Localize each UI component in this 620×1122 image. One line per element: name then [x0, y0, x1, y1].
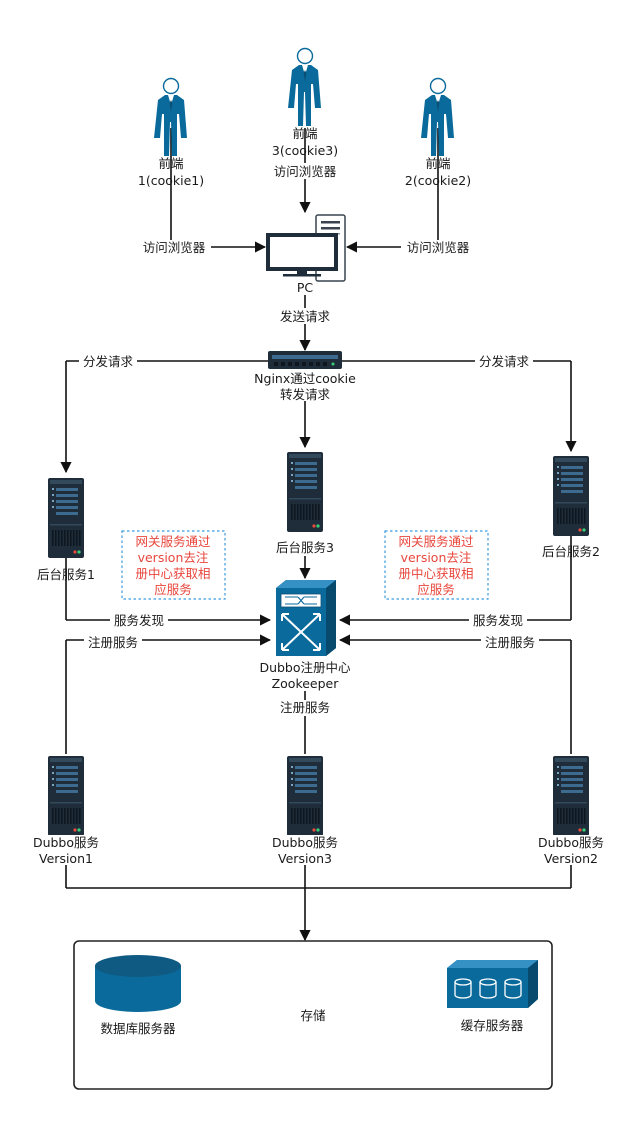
annotation-left-line4: 应服务 [154, 582, 192, 597]
annotation-left-line3: 册中心获取相 [135, 566, 210, 581]
user1-label-line2: 1(cookie1) [138, 173, 204, 188]
backend3-label: 后台服务3 [276, 540, 334, 555]
edge-label-visit-center: 访问浏览器 [274, 164, 337, 179]
cache-server-label: 缓存服务器 [461, 1018, 524, 1033]
nginx-label-line1: Nginx通过cookie [254, 371, 356, 386]
backend3-server-icon [287, 452, 323, 532]
backend2-server-icon [553, 456, 589, 536]
annotation-box-right [384, 530, 489, 600]
annotation-left-line1: 网关服务通过 [135, 534, 211, 549]
dubbo1-label-line1: Dubbo服务 [33, 835, 99, 850]
user2-label-line1: 前端 [425, 156, 450, 171]
registry-label-line1: Dubbo注册中心 [259, 660, 351, 675]
edge-label-visit-right: 访问浏览器 [407, 240, 470, 255]
dubbo3-label-line2: Version3 [278, 851, 332, 866]
user2-label-line2: 2(cookie2) [405, 173, 471, 188]
annotation-box-left [121, 530, 226, 600]
cache-disk-icon [447, 960, 538, 1008]
registry-switch-icon [276, 580, 336, 656]
dubbo2-server-icon [553, 756, 589, 836]
annotation-right-line1: 网关服务通过 [398, 534, 474, 549]
edge-label-register-right: 注册服务 [485, 635, 535, 650]
annotation-right-line4: 应服务 [417, 582, 455, 597]
annotation-right-line2: version去注 [401, 550, 472, 565]
edge-label-register-center: 注册服务 [280, 700, 330, 715]
dubbo3-label-line1: Dubbo服务 [272, 835, 338, 850]
dubbo2-label-line1: Dubbo服务 [538, 835, 604, 850]
dubbo1-label-line2: Version1 [39, 851, 93, 866]
edge-label-dispatch-left: 分发请求 [83, 354, 134, 369]
storage-title: 存储 [300, 1008, 325, 1023]
edge-label-discovery-left: 服务发现 [114, 613, 164, 628]
registry-label-line2: Zookeeper [272, 676, 340, 691]
edge-label-visit-left: 访问浏览器 [143, 240, 206, 255]
desktop-computer-icon [266, 214, 346, 282]
edge-label-dispatch-right: 分发请求 [479, 354, 530, 369]
backend1-label: 后台服务1 [37, 567, 95, 582]
dubbo3-server-icon [287, 756, 323, 836]
network-switch-icon [268, 351, 342, 369]
edge-label-send-request: 发送请求 [280, 309, 331, 324]
annotation-right-line3: 册中心获取相 [398, 566, 473, 581]
pc-label: PC [297, 280, 314, 295]
user3-label-line2: 3(cookie3) [272, 143, 338, 158]
edge-label-discovery-right: 服务发现 [473, 613, 523, 628]
user3-label-line1: 前端 [292, 126, 317, 141]
dubbo1-server-icon [48, 756, 84, 836]
edge-label-register-left: 注册服务 [88, 635, 138, 650]
backend1-server-icon [48, 478, 84, 558]
database-server-label: 数据库服务器 [100, 1021, 176, 1036]
user1-label-line1: 前端 [158, 156, 183, 171]
storage-container [73, 940, 553, 1090]
database-cylinder-icon [95, 955, 181, 1012]
dubbo2-label-line2: Version2 [544, 851, 598, 866]
nginx-label-line2: 转发请求 [280, 387, 331, 402]
person-icon [287, 47, 322, 127]
user-front-3 [287, 47, 322, 127]
backend2-label: 后台服务2 [542, 544, 600, 559]
annotation-left-line2: version去注 [138, 550, 209, 565]
